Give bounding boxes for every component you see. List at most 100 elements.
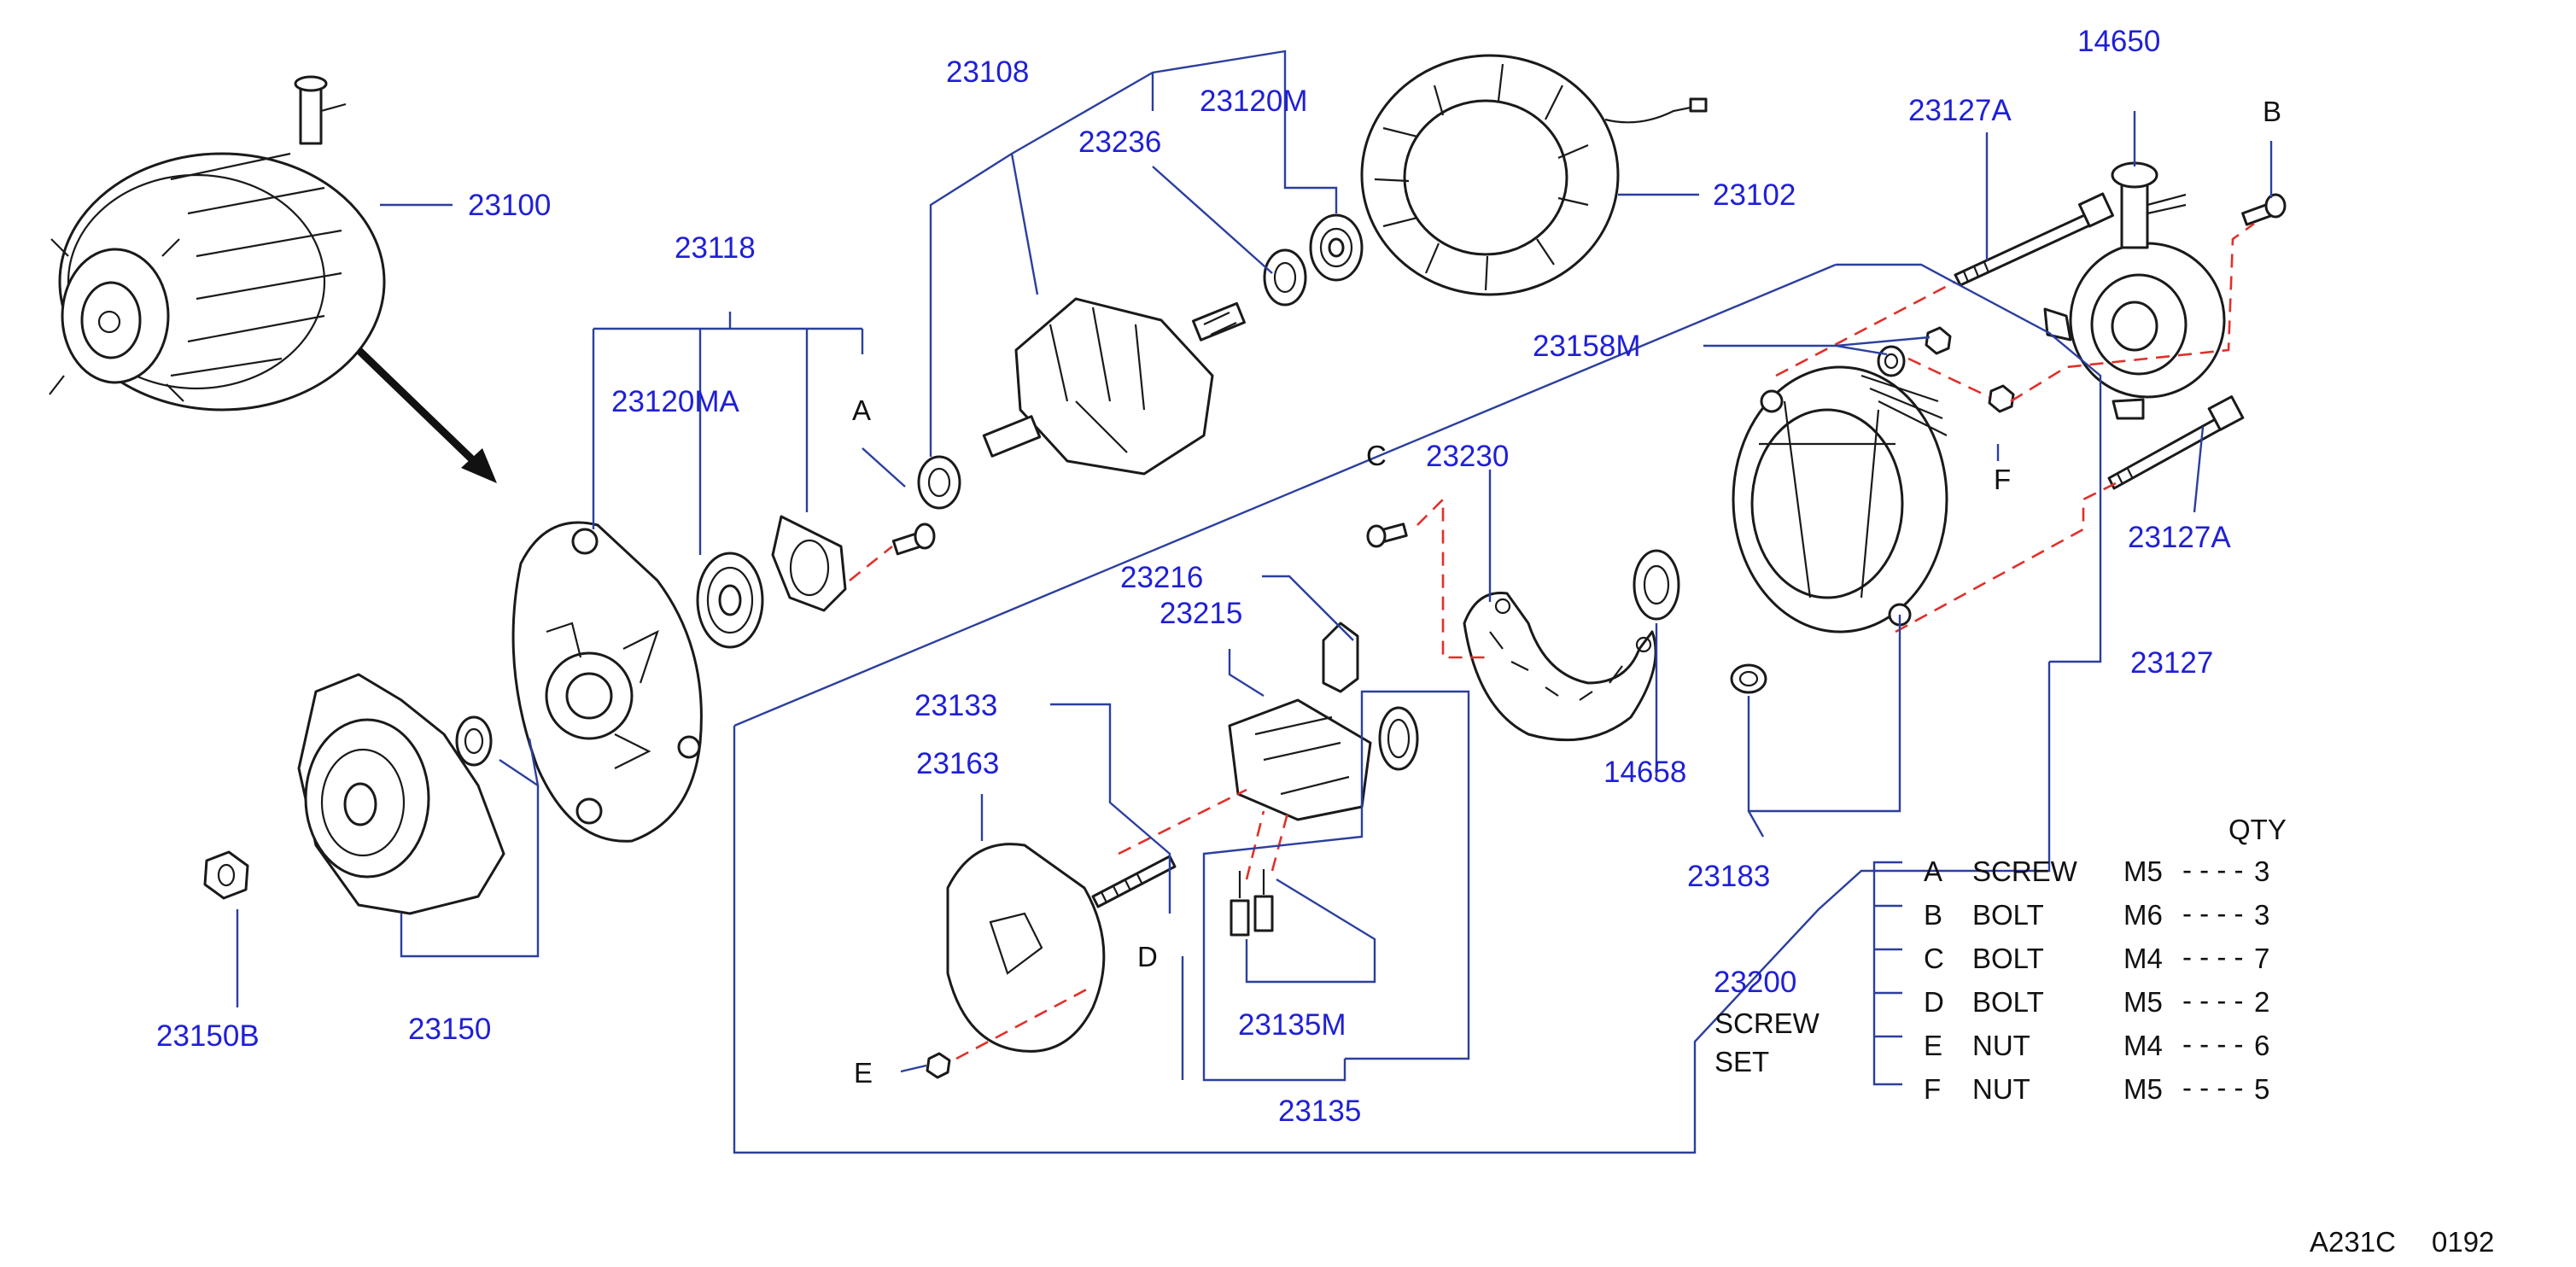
label-23183: 23183 [1687, 860, 1770, 893]
callout-d: D [1137, 941, 1158, 972]
row-d-dashes: - - - - [2182, 984, 2243, 1016]
front-bracket [511, 521, 703, 843]
nut-f [1988, 384, 2015, 413]
row-a-dashes: - - - - [2182, 854, 2243, 885]
row-a-qty: 3 [2254, 855, 2269, 887]
insulating-bush [1730, 663, 1767, 694]
row-e-size: M4 [2123, 1030, 2163, 1061]
through-bolt-top [1954, 192, 2115, 287]
screw-set-label-line1: SCREW [1714, 1007, 1820, 1039]
row-a-letter: A [1924, 855, 1942, 887]
row-f-type: NUT [1972, 1073, 2030, 1105]
rectifier-assembly [1463, 591, 1657, 742]
pulley-fan [297, 673, 505, 915]
label-14658: 14658 [1603, 756, 1686, 789]
through-bolt-bottom [2107, 395, 2245, 490]
row-f-qty: 5 [2254, 1073, 2269, 1105]
brush-set [1230, 869, 1274, 937]
row-b-qty: 3 [2254, 899, 2269, 931]
bolt-b [2241, 193, 2287, 226]
row-c-letter: C [1924, 943, 1944, 974]
row-d-qty: 2 [2254, 986, 2269, 1018]
screw-a [891, 523, 936, 556]
leader-lines [236, 50, 2273, 1154]
voltage-regulator [1228, 698, 1372, 821]
label-23158m: 23158M [1533, 330, 1640, 363]
label-23120ma: 23120MA [611, 385, 739, 418]
callout-f: F [1994, 464, 2011, 495]
callout-a: A [852, 394, 871, 426]
row-a-type: SCREW [1972, 855, 2078, 887]
row-f-dashes: - - - - [2182, 1071, 2243, 1103]
stator [1360, 54, 1708, 296]
label-23216: 23216 [1120, 561, 1203, 594]
label-23127: 23127 [2130, 646, 2213, 680]
rear-bearing [1309, 213, 1364, 282]
callout-b: B [2263, 96, 2281, 127]
row-b-dashes: - - - - [2182, 897, 2243, 929]
row-d-letter: D [1924, 986, 1944, 1018]
row-e-type: NUT [1972, 1030, 2030, 1061]
alignment-lines [849, 222, 2255, 1060]
label-23230: 23230 [1426, 440, 1509, 473]
insulator-washers [1877, 326, 1952, 377]
row-b-size: M6 [2123, 899, 2163, 931]
row-c-size: M4 [2123, 943, 2163, 974]
label-23163: 23163 [916, 747, 999, 780]
row-c-type: BOLT [1972, 943, 2044, 974]
regulator-seal [1378, 706, 1419, 771]
screw-set-label-line2: SET [1714, 1046, 1769, 1077]
bolt-c [1366, 523, 1408, 548]
label-23150: 23150 [408, 1013, 491, 1046]
pulley-nut [203, 850, 249, 900]
label-23118: 23118 [675, 231, 756, 265]
rear-pump-unit [2043, 161, 2226, 420]
diagram-number: 0192 [2432, 1226, 2494, 1258]
label-14650: 14650 [2077, 25, 2160, 58]
label-23200: 23200 [1714, 966, 1796, 999]
bearing-retainer [771, 515, 847, 612]
row-f-letter: F [1924, 1073, 1941, 1105]
label-23108: 23108 [946, 55, 1029, 89]
diagram-code: A231C [2310, 1226, 2396, 1258]
label-23215: 23215 [1159, 597, 1242, 630]
label-23100: 23100 [468, 189, 551, 222]
brush-cover [1322, 622, 1359, 693]
label-23135m: 23135M [1238, 1008, 1346, 1042]
callout-c: C [1366, 440, 1387, 471]
row-b-type: BOLT [1972, 899, 2044, 931]
row-d-type: BOLT [1972, 986, 2044, 1018]
screw-set-table: SCREW SET QTY A SCREW M5 - - - - 3 B BOL… [1714, 814, 2287, 1105]
row-a-size: M5 [2123, 855, 2163, 887]
stud-d [1091, 855, 1177, 908]
row-c-dashes: - - - - [2182, 941, 2243, 972]
row-f-size: M5 [2123, 1073, 2163, 1105]
label-23120m: 23120M [1200, 85, 1307, 118]
rotor [982, 297, 1246, 476]
rear-bearing-small [1263, 248, 1307, 307]
label-23236: 23236 [1078, 126, 1161, 159]
label-23133: 23133 [914, 689, 997, 722]
label-23135: 23135 [1278, 1095, 1361, 1128]
row-e-letter: E [1924, 1030, 1942, 1061]
front-bearing [696, 552, 764, 649]
row-b-letter: B [1924, 899, 1942, 931]
row-e-qty: 6 [2254, 1030, 2269, 1061]
rear-housing [1732, 365, 1948, 634]
row-d-size: M5 [2123, 986, 2163, 1018]
insulator-plate [946, 843, 1106, 1053]
label-23102: 23102 [1713, 178, 1796, 212]
nut-e [926, 1052, 951, 1079]
callout-e: E [854, 1057, 873, 1089]
rear-seal-ring [1633, 549, 1680, 621]
alternator-assembly [49, 75, 386, 412]
label-23127a-top: 23127A [1908, 94, 2012, 127]
qty-header: QTY [2228, 814, 2287, 845]
label-23127a-bottom: 23127A [2128, 521, 2231, 554]
direction-arrow [355, 347, 497, 483]
row-e-dashes: - - - - [2182, 1028, 2243, 1060]
row-c-qty: 7 [2254, 943, 2269, 974]
rotor-spacer [917, 455, 961, 510]
label-23150b: 23150B [156, 1019, 260, 1053]
